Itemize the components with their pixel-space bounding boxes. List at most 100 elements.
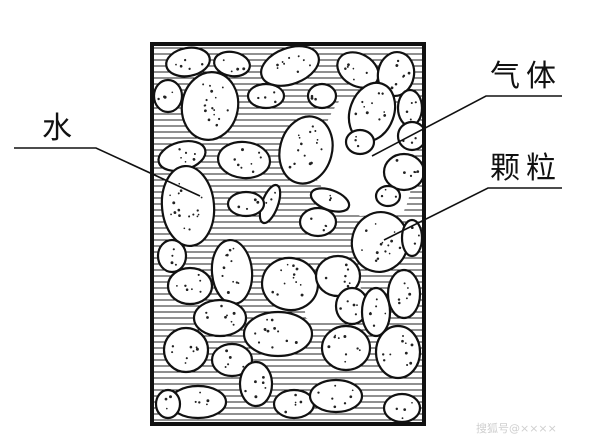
particle-outline	[180, 71, 240, 141]
particle-speckle	[230, 70, 233, 73]
particle-speckle	[199, 290, 202, 293]
particle-speckle	[263, 96, 267, 99]
particle-speckle	[258, 151, 261, 154]
particle-speckle	[320, 148, 323, 151]
particle-speckle	[329, 194, 332, 197]
particle-speckle	[237, 205, 241, 209]
particle-leader-line	[383, 187, 562, 241]
particle-speckle	[292, 264, 295, 268]
particle-outline	[152, 78, 184, 114]
particle-outline	[396, 88, 424, 128]
particle-speckle	[344, 263, 348, 267]
particle-speckle	[398, 301, 401, 305]
particle-speckle	[308, 162, 312, 166]
particle-speckle	[411, 401, 413, 404]
particle-speckle	[285, 339, 289, 343]
particle-speckle	[273, 327, 276, 330]
particle-speckle	[331, 397, 334, 400]
particle-speckle	[242, 365, 245, 368]
particle-speckle	[240, 166, 243, 169]
particle-speckle	[364, 229, 368, 232]
particle-speckle	[324, 276, 328, 280]
particle-speckle	[303, 154, 306, 157]
particle-outline	[260, 256, 320, 312]
particle-speckle	[226, 109, 229, 112]
particle-outline	[162, 326, 210, 374]
particle-speckle	[395, 407, 399, 411]
soil-particle	[162, 326, 210, 374]
soil-particle	[216, 140, 272, 180]
particle-speckle	[200, 63, 204, 66]
particle-speckle	[235, 281, 238, 284]
particle-speckle	[414, 171, 417, 174]
particle-speckle	[356, 347, 359, 350]
soil-particle	[260, 256, 320, 312]
particle-speckle	[178, 214, 181, 217]
particle-speckle	[251, 170, 255, 173]
particle-speckle	[363, 106, 366, 108]
particle-speckle	[352, 303, 356, 307]
particle-speckle	[325, 225, 328, 228]
particle-speckle	[190, 288, 193, 291]
particle-speckle	[381, 92, 384, 95]
particle-speckle	[224, 366, 227, 368]
particle-speckle	[346, 284, 350, 288]
particle-speckle	[276, 293, 279, 296]
particle-speckle	[164, 397, 168, 401]
particle-speckle	[225, 254, 227, 257]
particle-speckle	[284, 410, 288, 414]
particle-speckle	[271, 290, 275, 294]
soil-particle	[344, 128, 376, 156]
particle-speckle	[286, 263, 289, 266]
particle-speckle	[221, 274, 224, 278]
particle-speckle	[169, 395, 172, 399]
particle-speckle	[401, 339, 404, 343]
particle-speckle	[354, 313, 357, 316]
particle-speckle	[355, 135, 357, 138]
soil-particle	[246, 82, 286, 110]
soil-particle	[165, 46, 211, 78]
particle-speckle	[232, 280, 235, 283]
particle-speckle	[288, 165, 292, 169]
particle-speckle	[198, 401, 201, 404]
particle-speckle	[398, 246, 402, 250]
particle-speckle	[174, 263, 177, 266]
particle-speckle	[395, 158, 399, 162]
particle-speckle	[361, 249, 363, 251]
particle-speckle	[316, 138, 319, 141]
particle-speckle	[295, 267, 299, 271]
particle-speckle	[310, 217, 313, 220]
particle-speckle	[390, 86, 394, 90]
soil-sample-frame	[150, 42, 426, 426]
particle-speckle	[206, 316, 209, 319]
particle-speckle	[259, 156, 262, 159]
particle-speckle	[299, 400, 303, 404]
particle-speckle	[358, 349, 361, 352]
particle-speckle	[184, 284, 187, 288]
particle-speckle	[236, 67, 240, 71]
particle-speckle	[169, 194, 171, 197]
particle-speckle	[352, 78, 355, 81]
particle-speckle	[371, 102, 373, 105]
particle-speckle	[404, 351, 408, 355]
particle-speckle	[250, 162, 253, 165]
particle-speckle	[274, 100, 277, 104]
soil-particle	[278, 115, 334, 185]
particle-speckle	[348, 282, 351, 285]
particle-speckle	[406, 363, 409, 367]
particle-speckle	[230, 260, 233, 263]
particle-speckle	[401, 417, 404, 420]
particle-speckle	[244, 389, 247, 393]
particle-speckle	[337, 337, 340, 340]
particle-speckle	[199, 279, 202, 282]
particle-speckle	[242, 67, 246, 71]
particle-speckle	[297, 149, 300, 152]
particle-speckle	[405, 110, 409, 113]
particle-outline	[306, 82, 338, 110]
particle-outline	[278, 115, 334, 185]
soil-particle	[272, 388, 316, 420]
particle-speckle	[394, 195, 397, 198]
soil-particle	[308, 378, 364, 414]
particle-speckle	[232, 247, 235, 250]
